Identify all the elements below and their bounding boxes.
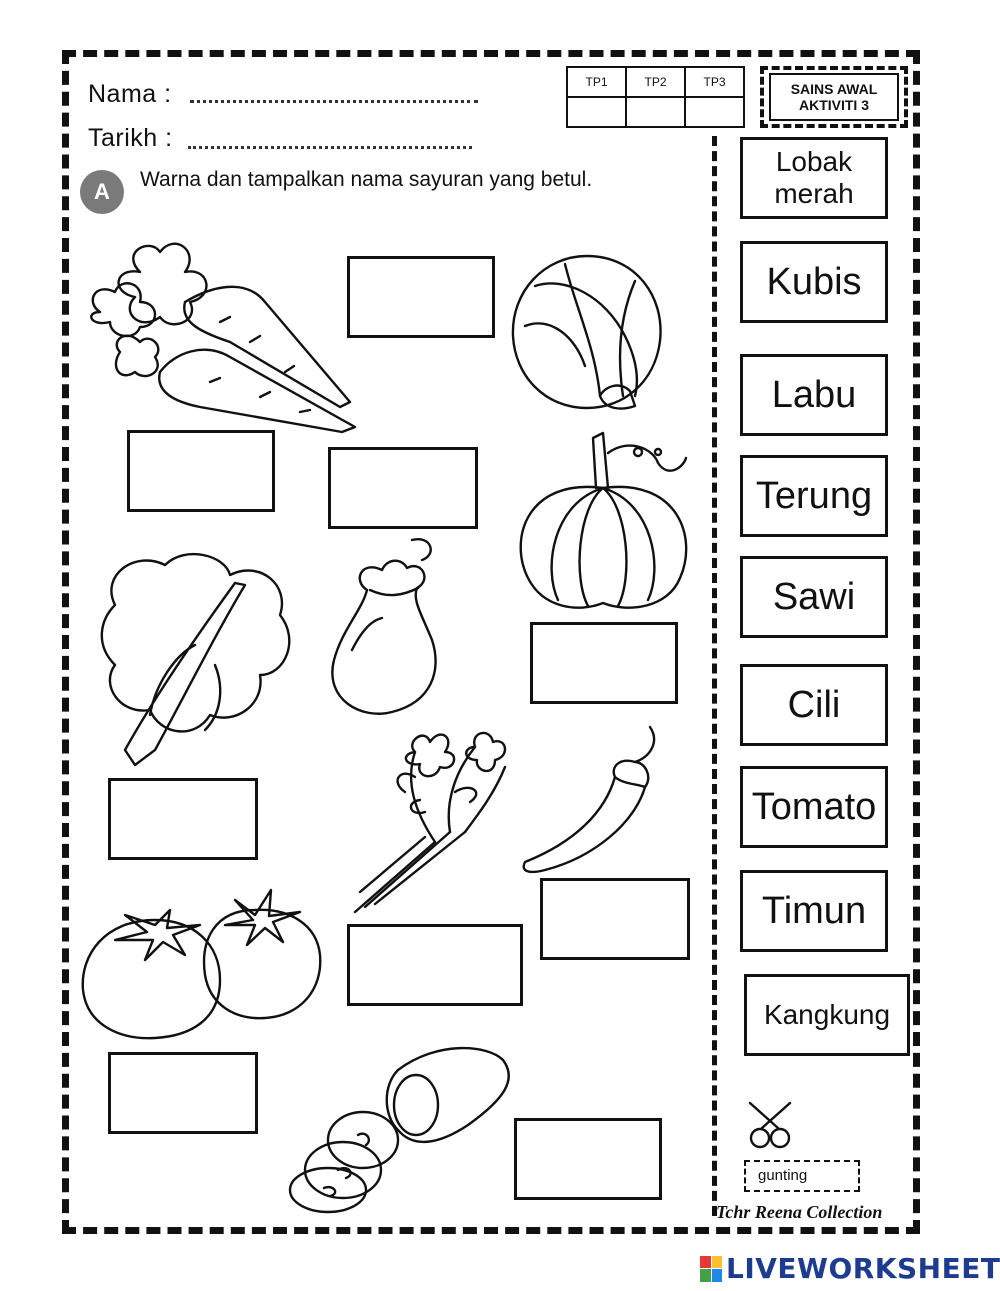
word-card-sawi[interactable]: Sawi <box>740 556 888 638</box>
author-credit: Tchr Reena Collection <box>716 1202 883 1222</box>
answer-box-4[interactable] <box>530 622 678 704</box>
word-card-tomato[interactable]: Tomato <box>740 766 888 848</box>
scissors-label: gunting <box>744 1160 860 1192</box>
water-spinach-icon <box>353 731 507 914</box>
scissors-icon <box>748 1101 792 1149</box>
word-card-kubis[interactable]: Kubis <box>740 241 888 323</box>
worksheet-frame <box>62 50 920 1234</box>
carrot-icon <box>90 242 357 434</box>
cut-line <box>712 136 717 1216</box>
name-field[interactable] <box>190 100 478 103</box>
tp1-cell[interactable] <box>566 96 627 128</box>
answer-box-9[interactable] <box>514 1118 662 1200</box>
word-card-lobak-merah[interactable]: Lobak merah <box>740 137 888 219</box>
instruction-text: Warna dan tampalkan nama sayuran yang be… <box>140 168 593 191</box>
answer-box-3[interactable] <box>328 447 478 529</box>
logo-square-4 <box>711 1269 722 1282</box>
answer-box-2[interactable] <box>127 430 275 512</box>
tomato-icon <box>81 888 322 1040</box>
tp2-cell[interactable] <box>625 96 686 128</box>
pumpkin-icon <box>519 431 688 609</box>
tp1-header: TP1 <box>566 66 627 98</box>
logo-square-3 <box>700 1269 711 1282</box>
answer-box-6[interactable] <box>540 878 690 960</box>
activity-title-box: SAINS AWAL AKTIVITI 3 <box>760 66 908 128</box>
word-card-timun[interactable]: Timun <box>740 870 888 952</box>
logo-square-1 <box>700 1255 711 1268</box>
liveworksheets-footer[interactable]: LIVEWORKSHEETS <box>700 1252 1000 1285</box>
eggplant-icon <box>331 538 437 715</box>
title-line-2: AKTIVITI 3 <box>798 97 869 113</box>
cabbage-icon <box>511 254 662 410</box>
tp3-header: TP3 <box>684 66 745 98</box>
tp-score-table: TP1 TP2 TP3 <box>566 66 745 128</box>
word-card-kangkung[interactable]: Kangkung <box>744 974 910 1056</box>
date-label: Tarikh : <box>88 124 173 152</box>
answer-box-8[interactable] <box>108 1052 258 1134</box>
mustard-greens-icon <box>100 552 291 767</box>
logo-square-2 <box>711 1255 722 1268</box>
tp2-header: TP2 <box>625 66 686 98</box>
word-card-cili[interactable]: Cili <box>740 664 888 746</box>
brand-name: LIVEWORKSHEETS <box>726 1252 1000 1285</box>
date-field[interactable] <box>188 146 472 149</box>
name-label: Nama : <box>88 80 172 108</box>
title-line-1: SAINS AWAL <box>790 81 878 97</box>
section-badge: A <box>80 170 124 214</box>
cucumber-icon <box>288 1046 510 1214</box>
answer-box-1[interactable] <box>347 256 495 338</box>
liveworksheets-logo-icon <box>700 1255 722 1282</box>
answer-box-7[interactable] <box>347 924 523 1006</box>
answer-box-5[interactable] <box>108 778 258 860</box>
tp3-cell[interactable] <box>684 96 745 128</box>
word-card-terung[interactable]: Terung <box>740 455 888 537</box>
word-card-labu[interactable]: Labu <box>740 354 888 436</box>
chili-icon <box>522 725 656 874</box>
